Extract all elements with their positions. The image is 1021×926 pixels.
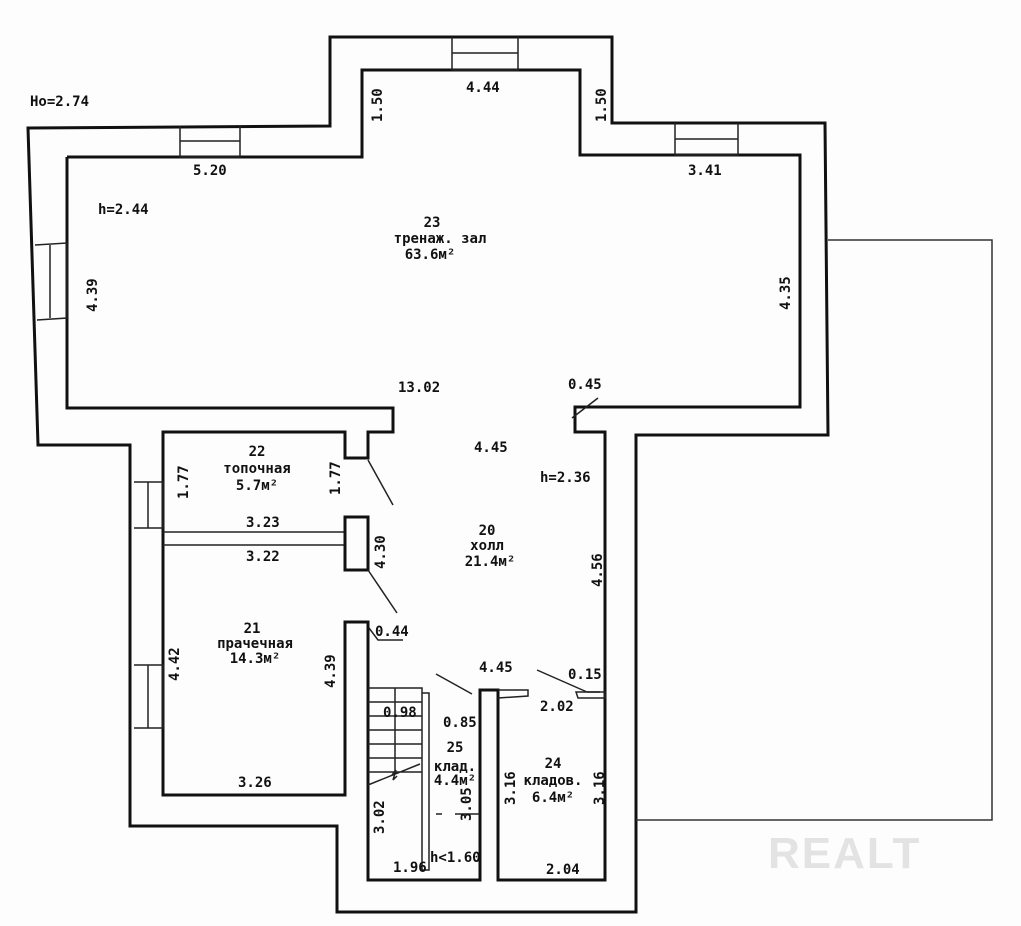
svg-text:3.22: 3.22 bbox=[246, 549, 280, 565]
svg-text:кладов.: кладов. bbox=[523, 773, 582, 789]
svg-text:3.23: 3.23 bbox=[246, 515, 280, 531]
svg-text:1.50: 1.50 bbox=[370, 88, 386, 122]
outer-wall bbox=[26, 35, 830, 914]
svg-text:топочная: топочная bbox=[223, 461, 290, 477]
storage-divider bbox=[478, 688, 500, 880]
svg-text:холл: холл bbox=[470, 538, 504, 554]
vertical-dimension-labels: 1.50 1.50 4.39 4.35 1.77 1.77 4.30 4.56 … bbox=[85, 88, 794, 834]
svg-text:тренаж. зал: тренаж. зал bbox=[394, 231, 487, 247]
staircase bbox=[367, 687, 480, 871]
svg-text:3.16: 3.16 bbox=[592, 771, 608, 805]
height-label: h=2.44 bbox=[98, 202, 149, 218]
svg-text:4.30: 4.30 bbox=[373, 535, 389, 569]
door-swing bbox=[367, 459, 588, 695]
inner-wall-hall bbox=[67, 68, 802, 882]
svg-text:3.16: 3.16 bbox=[503, 771, 519, 805]
svg-text:2.02: 2.02 bbox=[540, 699, 574, 715]
storage-24-top bbox=[497, 689, 606, 699]
svg-text:4.56: 4.56 bbox=[590, 553, 606, 587]
room-23-label: 23 тренаж. зал 63.6м² bbox=[394, 215, 487, 263]
windows bbox=[34, 37, 739, 729]
svg-text:4.4м²: 4.4м² bbox=[434, 773, 476, 789]
svg-text:0.98: 0.98 bbox=[383, 705, 417, 721]
svg-text:20: 20 bbox=[479, 523, 496, 539]
svg-text:4.39: 4.39 bbox=[323, 654, 339, 688]
svg-text:14.3м²: 14.3м² bbox=[230, 651, 281, 667]
dimension-labels: 4.44 5.20 3.41 13.02 0.45 4.45 3.23 3.22… bbox=[193, 80, 722, 878]
door-swing bbox=[368, 397, 600, 693]
svg-text:3.26: 3.26 bbox=[238, 775, 272, 791]
svg-text:23: 23 bbox=[424, 215, 441, 231]
terrace-outline bbox=[636, 239, 993, 821]
watermark: REALT bbox=[768, 829, 921, 878]
height-label: h=2.36 bbox=[540, 470, 591, 486]
svg-text:5.7м²: 5.7м² bbox=[236, 478, 278, 494]
svg-text:63.6м²: 63.6м² bbox=[405, 247, 456, 263]
svg-text:13.02: 13.02 bbox=[398, 380, 440, 396]
partition-wall bbox=[163, 531, 345, 546]
room-25-label: 25 клад. 4.4м² bbox=[434, 740, 476, 789]
svg-text:4.42: 4.42 bbox=[167, 647, 183, 681]
svg-text:0.44: 0.44 bbox=[375, 624, 409, 640]
pillar bbox=[343, 515, 370, 572]
svg-text:3.05: 3.05 bbox=[459, 787, 475, 821]
svg-text:прачечная: прачечная bbox=[217, 636, 293, 652]
outer-height-label: Ho=2.74 bbox=[30, 94, 89, 110]
svg-text:2.04: 2.04 bbox=[546, 862, 580, 878]
height-label: h<1.60 bbox=[430, 850, 481, 866]
svg-text:4.35: 4.35 bbox=[778, 276, 794, 310]
inner-wall-left bbox=[65, 157, 482, 882]
svg-text:3.02: 3.02 bbox=[372, 800, 388, 834]
svg-text:21: 21 bbox=[244, 621, 261, 637]
svg-text:4.45: 4.45 bbox=[474, 440, 508, 456]
room-24-label: 24 кладов. 6.4м² bbox=[523, 756, 582, 806]
room-22-label: 22 топочная 5.7м² bbox=[223, 444, 290, 494]
svg-text:3.41: 3.41 bbox=[688, 163, 722, 179]
svg-text:24: 24 bbox=[545, 756, 562, 772]
room-21-label: 21 прачечная 14.3м² bbox=[217, 621, 293, 667]
svg-text:4.44: 4.44 bbox=[466, 80, 500, 96]
svg-text:клад.: клад. bbox=[434, 759, 476, 775]
svg-text:1.50: 1.50 bbox=[594, 88, 610, 122]
svg-text:4.39: 4.39 bbox=[85, 278, 101, 312]
room-20-label: 20 холл 21.4м² bbox=[465, 523, 516, 570]
svg-text:0.45: 0.45 bbox=[568, 377, 602, 393]
svg-text:1.77: 1.77 bbox=[328, 461, 344, 495]
svg-text:0.85: 0.85 bbox=[443, 715, 477, 731]
svg-text:1.96: 1.96 bbox=[393, 860, 427, 876]
svg-text:1.77: 1.77 bbox=[176, 465, 192, 499]
svg-text:5.20: 5.20 bbox=[193, 163, 227, 179]
svg-text:0.15: 0.15 bbox=[568, 667, 602, 683]
svg-text:21.4м²: 21.4м² bbox=[465, 554, 516, 570]
svg-text:6.4м²: 6.4м² bbox=[532, 790, 574, 806]
svg-text:25: 25 bbox=[447, 740, 464, 756]
svg-text:22: 22 bbox=[249, 444, 266, 460]
svg-text:4.45: 4.45 bbox=[479, 660, 513, 676]
